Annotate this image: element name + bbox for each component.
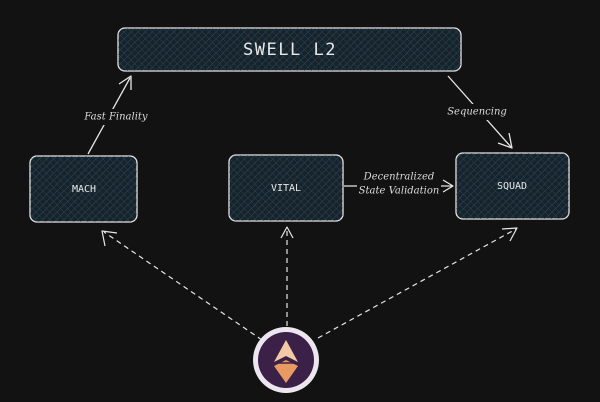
swell-logo-icon: [253, 327, 319, 393]
edge-swell-to-squad: Sequencing: [447, 75, 513, 149]
edge-logo-to-vital: [280, 226, 294, 326]
edge-vital-to-squad: Decentralized State Validation: [344, 170, 454, 200]
node-vital: VITAL: [228, 154, 344, 222]
edge-mach-to-swell: Fast Finality: [80, 75, 152, 155]
edge-validation-label-line2: State Validation: [359, 186, 440, 197]
edge-fast-finality-label: Fast Finality: [83, 112, 148, 123]
node-vital-label: VITAL: [271, 183, 301, 194]
node-swell-l2: SWELL L2: [117, 27, 462, 72]
edge-validation-label-line1: Decentralized: [363, 172, 435, 183]
node-mach-label: MACH: [72, 184, 96, 195]
node-squad-label: SQUAD: [497, 181, 527, 192]
edge-logo-to-squad: [317, 227, 518, 339]
node-mach: MACH: [29, 155, 138, 223]
edge-logo-to-mach: [101, 230, 263, 341]
node-swell-label: SWELL L2: [243, 40, 337, 60]
edge-sequencing-label: Sequencing: [447, 107, 507, 118]
node-squad: SQUAD: [455, 152, 570, 220]
